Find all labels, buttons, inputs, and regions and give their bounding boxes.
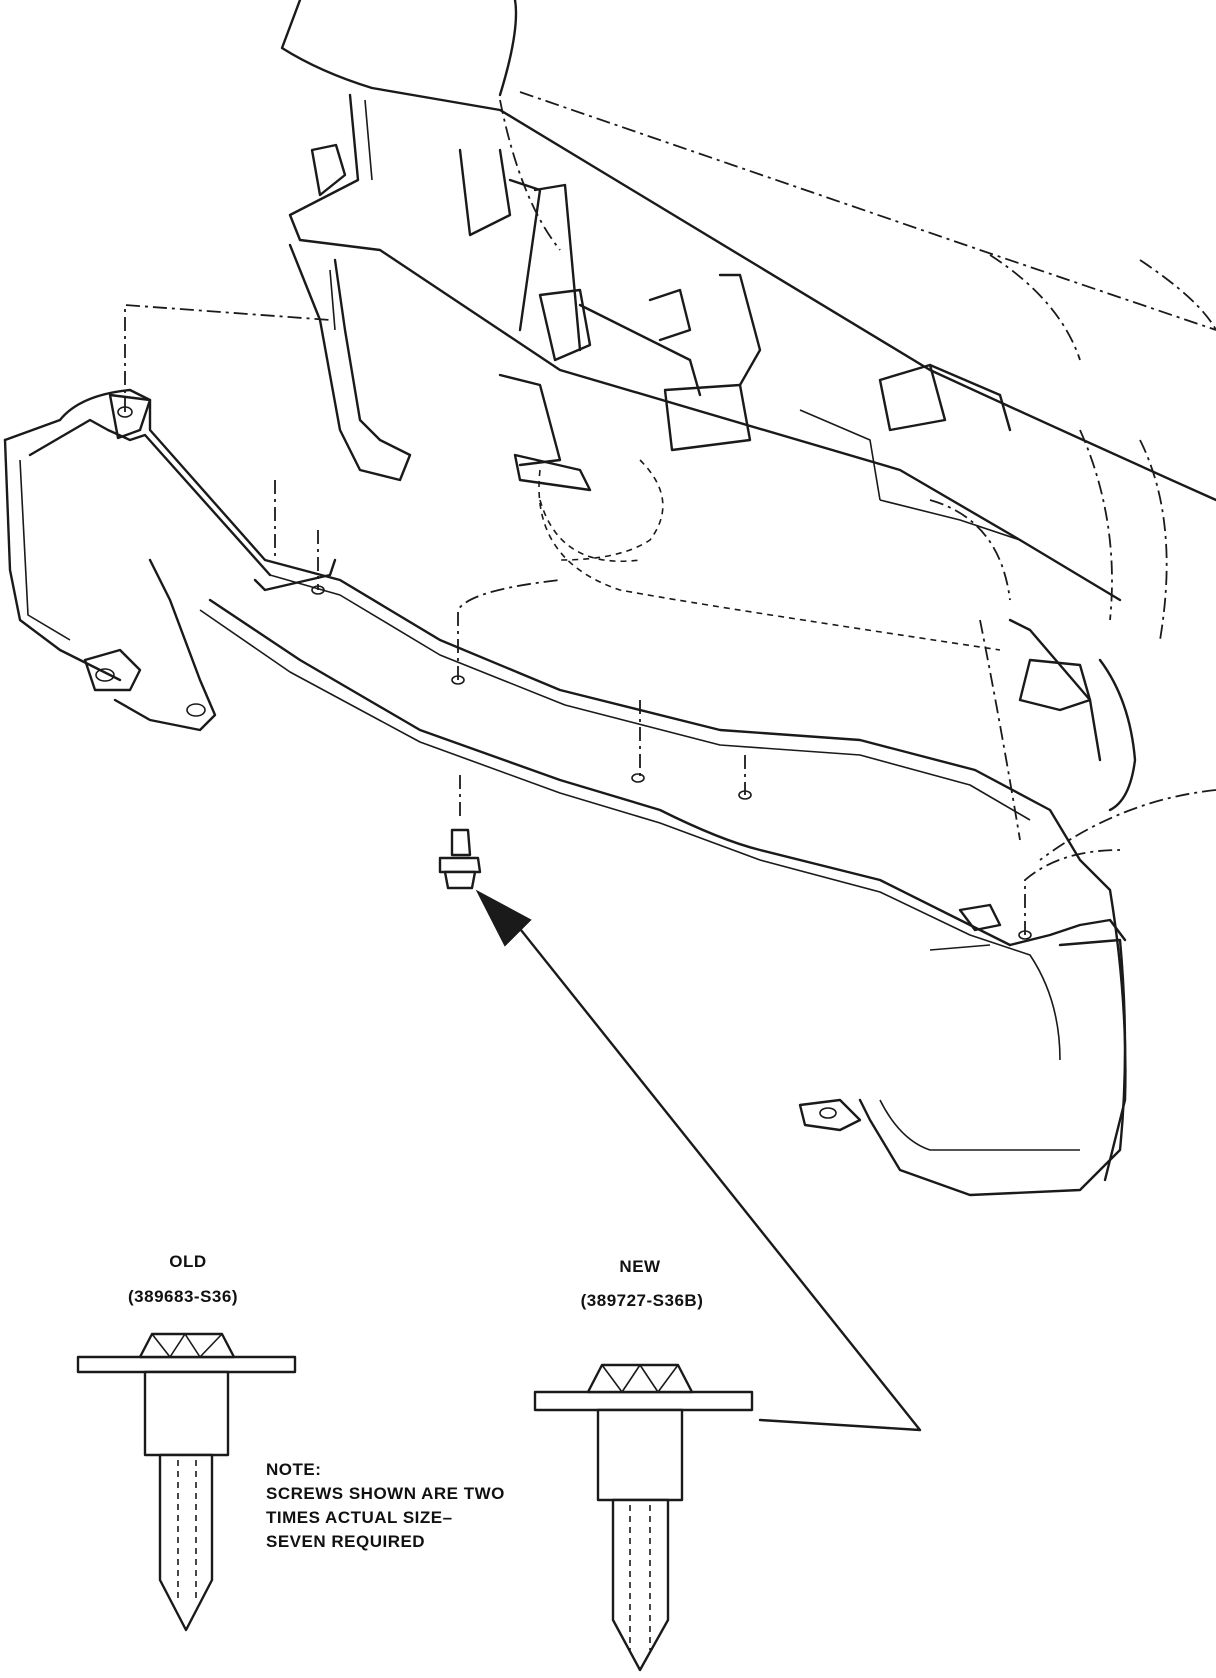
front-bumper xyxy=(3,388,1127,1197)
note-line: SEVEN REQUIRED xyxy=(266,1532,426,1551)
note-line: TIMES ACTUAL SIZE– xyxy=(266,1508,453,1527)
new-screw-title: NEW xyxy=(619,1257,661,1276)
note-line: NOTE: xyxy=(266,1460,322,1479)
leader-arrow xyxy=(475,889,922,1432)
mounting-alignment-lines xyxy=(124,304,1121,935)
screw-size-note: NOTE: SCREWS SHOWN ARE TWO TIMES ACTUAL … xyxy=(266,1458,505,1554)
old-screw-part-number: (389683-S36) xyxy=(128,1287,238,1306)
note-line: SCREWS SHOWN ARE TWO xyxy=(266,1484,505,1503)
new-screw-part-number: (389727-S36B) xyxy=(580,1291,704,1310)
old-screw-title: OLD xyxy=(169,1252,207,1271)
old-screw-illustration xyxy=(76,1332,297,1632)
installed-screw xyxy=(438,828,482,890)
new-screw-illustration xyxy=(533,1363,754,1672)
